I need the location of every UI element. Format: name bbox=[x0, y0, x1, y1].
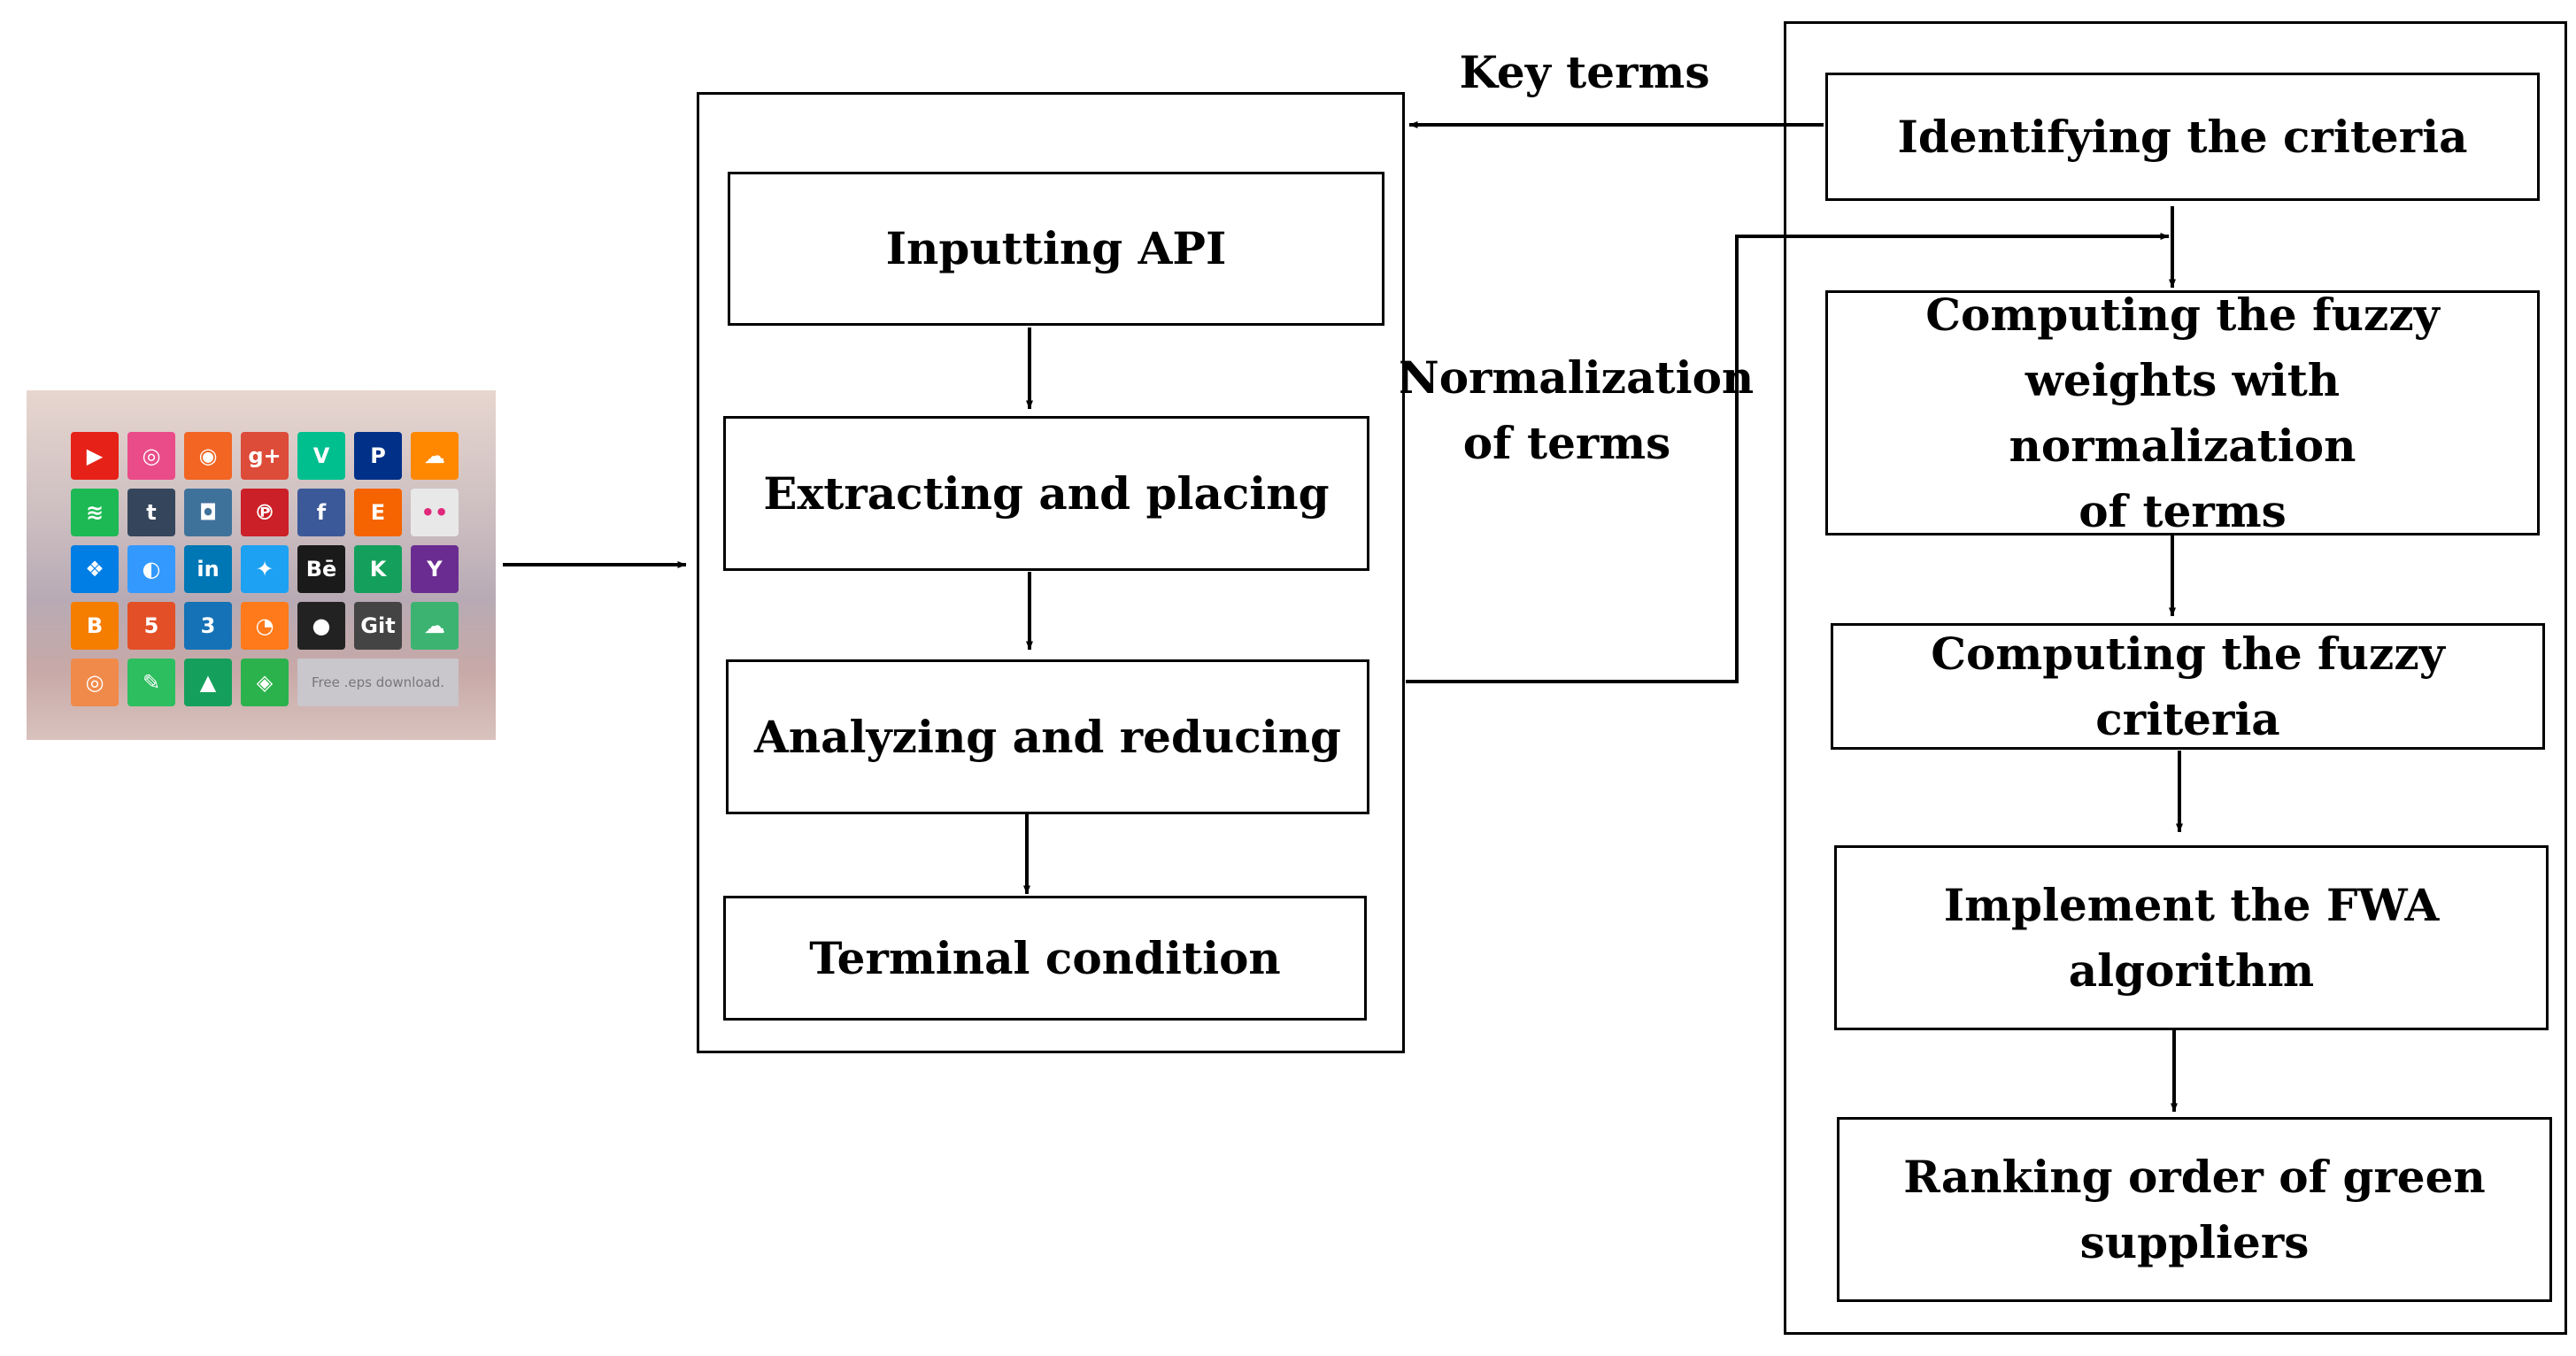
step-label-line: algorithm bbox=[2068, 944, 2315, 997]
step-label: Identifying the criteria bbox=[1897, 110, 2468, 163]
github-icon: ● bbox=[297, 602, 345, 650]
google-plus-icon: g+ bbox=[241, 432, 289, 480]
step-label-line: weights with normalization bbox=[2009, 353, 2356, 472]
css3-icon: 3 bbox=[184, 602, 232, 650]
rss-icon: ◉ bbox=[184, 432, 232, 480]
step-label: Computing the fuzzy criteria bbox=[1931, 627, 2445, 745]
vine-icon: V bbox=[297, 432, 345, 480]
soundcloud-icon: ☁ bbox=[411, 432, 459, 480]
behance-icon: Bē bbox=[297, 545, 345, 593]
step-label-line: of terms bbox=[2079, 484, 2287, 537]
step-label-line: Implement the FWA bbox=[1943, 878, 2440, 931]
step-label-line: Computing the fuzzy bbox=[1925, 288, 2440, 341]
step-label: Analyzing and reducing bbox=[753, 710, 1342, 763]
kickstarter-icon: K bbox=[354, 545, 402, 593]
linkedin-icon: in bbox=[184, 545, 232, 593]
step-computing-fuzzy-weights: Computing the fuzzy weights with normali… bbox=[1825, 289, 2540, 537]
label-key-terms: Key terms bbox=[1459, 46, 1710, 98]
dropbox-icon: ❖ bbox=[71, 545, 119, 593]
label-normalization: Normalization bbox=[1399, 351, 1755, 404]
step-label: Inputting API bbox=[885, 222, 1227, 274]
dribbble-icon: ◎ bbox=[127, 432, 175, 480]
step-inputting-api: Inputting API bbox=[728, 172, 1384, 326]
html5-icon: 5 bbox=[127, 602, 175, 650]
step-computing-fuzzy-criteria: Computing the fuzzy criteria bbox=[1831, 623, 2545, 750]
step-label-block: Ranking order of green suppliers bbox=[1903, 1144, 2486, 1275]
twitter-icon: ✦ bbox=[241, 545, 289, 593]
step-label-line: Ranking order of green bbox=[1903, 1150, 2486, 1203]
label-of-terms: of terms bbox=[1462, 417, 1671, 469]
flickr-icon: •• bbox=[411, 489, 459, 536]
download-caption: Free .eps download. bbox=[297, 659, 459, 706]
method-frame bbox=[1784, 21, 2567, 1335]
step-identifying-the-criteria: Identifying the criteria bbox=[1825, 73, 2540, 201]
facebook-icon: f bbox=[297, 489, 345, 536]
delicious-icon: ◐ bbox=[127, 545, 175, 593]
git-icon: Git bbox=[354, 602, 402, 650]
origin-icon: ◎ bbox=[71, 659, 119, 706]
instagram-icon: ◘ bbox=[184, 489, 232, 536]
cloud-app-icon: ☁ bbox=[411, 602, 459, 650]
step-label-line: suppliers bbox=[2079, 1215, 2310, 1268]
step-terminal-condition: Terminal condition bbox=[723, 896, 1367, 1021]
evernote-icon: ✎ bbox=[127, 659, 175, 706]
mixcloud-icon: ◔ bbox=[241, 602, 289, 650]
campfire-icon: ▲ bbox=[184, 659, 232, 706]
youtube-icon: ▶ bbox=[71, 432, 119, 480]
tumblr-icon: t bbox=[127, 489, 175, 536]
paypal-icon: P bbox=[354, 432, 402, 480]
step-implement-fwa-algorithm: Implement the FWA algorithm bbox=[1834, 845, 2549, 1030]
step-label-block: Implement the FWA algorithm bbox=[1944, 873, 2440, 1004]
step-label: Extracting and placing bbox=[763, 466, 1330, 520]
etsy-icon: E bbox=[354, 489, 402, 536]
yahoo-icon: Y bbox=[411, 545, 459, 593]
step-label: Terminal condition bbox=[809, 931, 1281, 984]
feedly-icon: ◈ bbox=[241, 659, 289, 706]
step-analyzing-and-reducing: Analyzing and reducing bbox=[726, 659, 1369, 814]
step-ranking-green-suppliers: Ranking order of green suppliers bbox=[1837, 1117, 2552, 1302]
arrow-normalization-of-terms bbox=[1406, 233, 2170, 683]
step-label-block: Computing the fuzzy weights with normali… bbox=[1846, 282, 2519, 544]
step-extracting-and-placing: Extracting and placing bbox=[723, 416, 1369, 571]
blogger-icon: B bbox=[71, 602, 119, 650]
spotify-icon: ≋ bbox=[71, 489, 119, 536]
pinterest-icon: ℗ bbox=[241, 489, 289, 536]
process-frame bbox=[697, 92, 1405, 1053]
